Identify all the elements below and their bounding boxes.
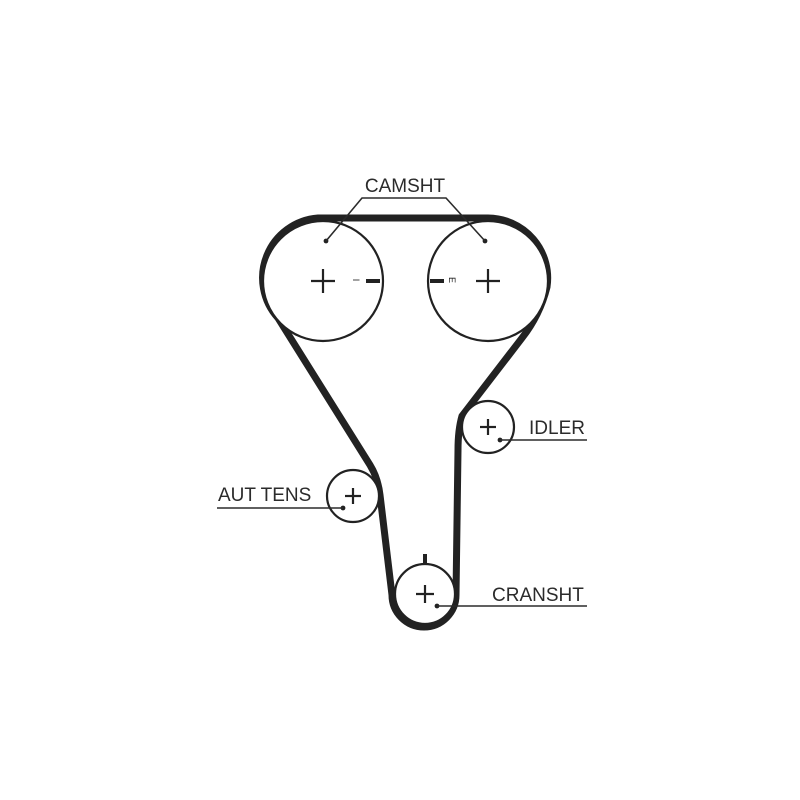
crankshaft-pulley: [393, 554, 457, 626]
intake-timing-mark: [366, 279, 380, 283]
idler-pulley: [460, 399, 516, 455]
tensioner-pulley: [325, 468, 381, 524]
camshaft-leader-line: [325, 197, 486, 242]
crankshaft-label: CRANSHT: [492, 585, 584, 606]
camshaft-label: CAMSHT: [365, 176, 446, 197]
crankshaft-timing-mark: [423, 554, 427, 564]
exhaust-camshaft-pulley: E: [426, 219, 550, 343]
tensioner-label: AUT TENS: [218, 485, 311, 506]
idler-label: IDLER: [529, 418, 585, 439]
intake-timing-mark-label: I: [351, 279, 361, 282]
exhaust-timing-mark: [430, 279, 444, 283]
intake-camshaft-pulley: I: [261, 219, 385, 343]
exhaust-timing-mark-label: E: [447, 277, 457, 283]
